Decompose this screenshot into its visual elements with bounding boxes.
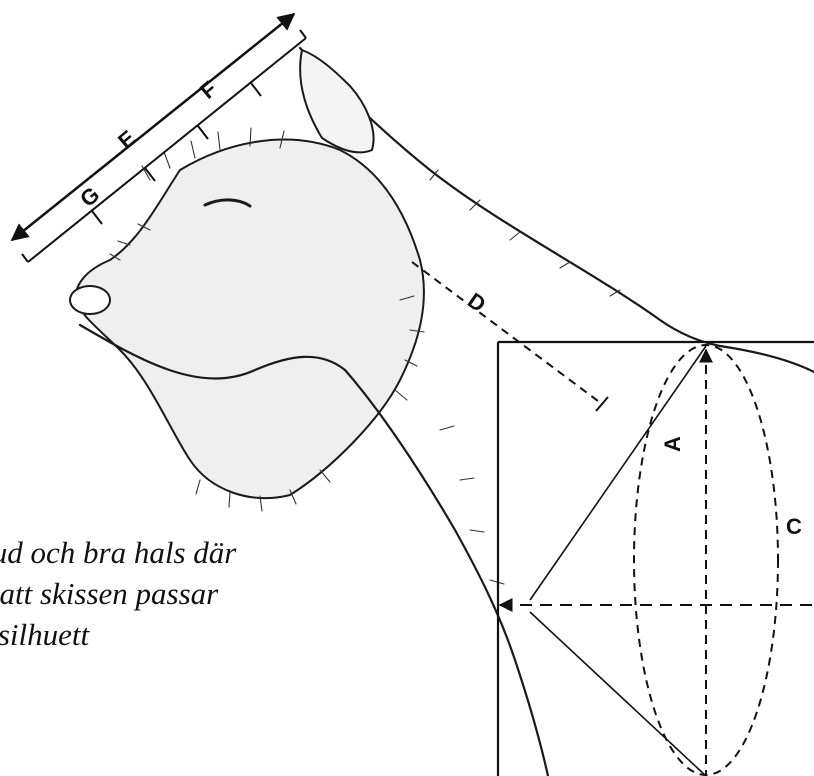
- ear: [300, 50, 373, 152]
- nose: [70, 286, 110, 314]
- caption-text: vud och bra hals där e att skissen passa…: [0, 532, 420, 655]
- tick-3: [198, 126, 208, 139]
- label-c: C: [786, 514, 802, 539]
- label-e: E: [113, 125, 140, 154]
- tick-1: [92, 211, 102, 224]
- caption-line-2: e att skissen passar: [0, 573, 420, 614]
- caption-line-3: s silhuett: [0, 614, 420, 655]
- dog-sketch: [70, 48, 814, 776]
- tick-4: [251, 83, 261, 96]
- label-d: D: [463, 288, 490, 318]
- head-outline: [76, 140, 424, 498]
- label-f: F: [195, 76, 221, 104]
- caption-line-1: vud och bra hals där: [0, 532, 420, 573]
- neck-measure: [412, 262, 608, 411]
- body-measure-box: [498, 342, 814, 776]
- label-a: A: [660, 436, 685, 452]
